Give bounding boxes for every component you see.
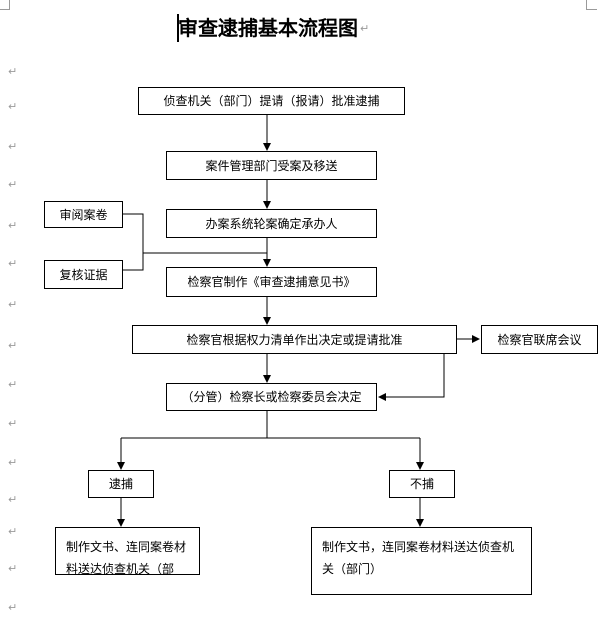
- paragraph-mark-icon: ↵: [8, 417, 18, 430]
- side-joint-meeting: 检察官联席会议: [481, 325, 598, 354]
- text-cursor: [177, 14, 179, 42]
- paragraph-mark-icon: ↵: [8, 525, 18, 538]
- paragraph-mark-icon: ↵: [8, 65, 18, 78]
- side-review-files: 审阅案卷: [44, 201, 123, 228]
- outcome-arrest-documents: 制作文书、连同案卷材料送达侦查机关（部: [55, 527, 200, 575]
- step-label: 侦查机关（部门）提请（报请）批准逮捕: [163, 94, 380, 108]
- paragraph-mark-icon: ↵: [8, 378, 18, 391]
- paragraph-mark-icon: ↵: [8, 100, 18, 113]
- branch-no-arrest: 不捕: [389, 470, 455, 498]
- paragraph-mark-icon: ↵: [8, 493, 18, 506]
- step-label: （分管）检察长或检察委员会决定: [181, 390, 362, 404]
- step-label: 复核证据: [59, 267, 108, 282]
- step-write-opinion: 检察官制作《审查逮捕意见书》: [166, 267, 377, 297]
- line-side2: [123, 253, 144, 271]
- branch-arrest: 逮捕: [88, 470, 154, 498]
- page-corner-mark: [0, 0, 10, 10]
- step-decision-by-prosecutor: 检察官根据权力清单作出决定或提请批准: [132, 325, 457, 354]
- paragraph-mark-icon: ↵: [8, 257, 18, 270]
- paragraph-mark-icon: ↵: [8, 140, 18, 153]
- step-assign-handler: 办案系统轮案确定承办人: [166, 209, 377, 238]
- paragraph-mark-icon: ↵: [8, 219, 18, 232]
- arrow-b5-return-b6: [378, 354, 445, 401]
- step-label: 审阅案卷: [59, 207, 108, 222]
- step-label: 制作文书，连同案卷材料送达侦查机关（部门）: [322, 540, 515, 576]
- paragraph-mark-icon: ↵: [8, 339, 18, 352]
- line-side1: [123, 213, 144, 253]
- page-corner-mark: [586, 0, 597, 10]
- paragraph-mark-icon: ↵: [8, 456, 18, 469]
- paragraph-mark-icon: ↵: [8, 178, 18, 191]
- page-title: 审查逮捕基本流程图: [178, 16, 358, 40]
- step-label: 检察官制作《审查逮捕意见书》: [187, 275, 356, 289]
- paragraph-mark-icon: ↵: [8, 298, 18, 311]
- paragraph-mark-icon: ↵: [8, 562, 18, 575]
- step-label: 不捕: [409, 477, 434, 491]
- step-case-intake: 案件管理部门受案及移送: [166, 151, 377, 180]
- step-submit-for-approval: 侦查机关（部门）提请（报请）批准逮捕: [138, 87, 405, 115]
- step-label: 检察官联席会议: [497, 332, 582, 347]
- step-label: 逮捕: [108, 477, 133, 491]
- step-label: 案件管理部门受案及移送: [205, 158, 338, 173]
- step-label: 制作文书、连同案卷材料送达侦查机关（部: [66, 540, 187, 575]
- paragraph-mark-icon: ↵: [360, 22, 370, 35]
- step-chief-decision: （分管）检察长或检察委员会决定: [166, 383, 377, 411]
- step-label: 检察官根据权力清单作出决定或提请批准: [186, 332, 403, 347]
- outcome-no-arrest-documents: 制作文书，连同案卷材料送达侦查机关（部门）: [311, 527, 532, 595]
- paragraph-mark-icon: ↵: [8, 601, 18, 614]
- side-verify-evidence: 复核证据: [44, 260, 123, 289]
- step-label: 办案系统轮案确定承办人: [205, 216, 338, 231]
